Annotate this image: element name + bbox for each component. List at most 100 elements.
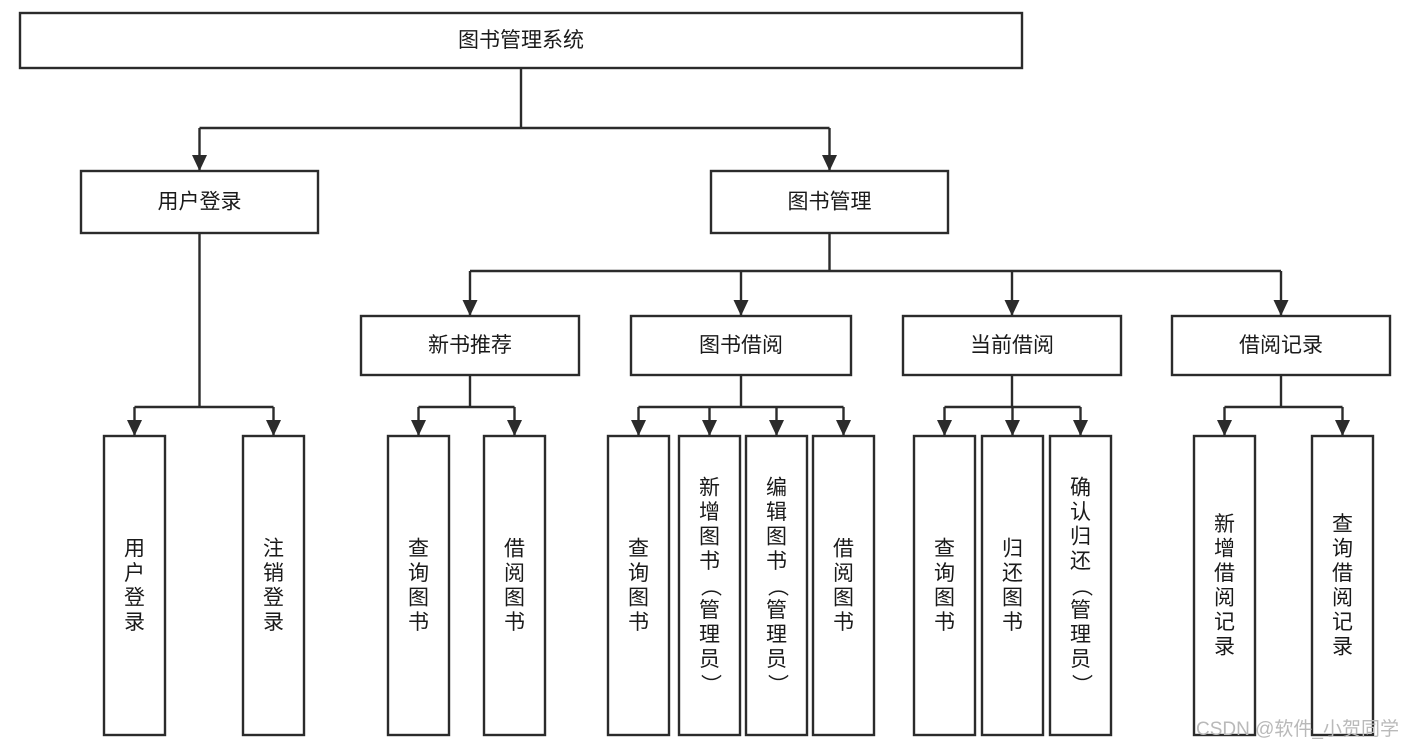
node-label-char: 图 xyxy=(699,525,720,548)
node-label-char: 管 xyxy=(699,599,720,622)
node-box[interactable] xyxy=(79,169,320,235)
node-box[interactable] xyxy=(1170,314,1392,377)
node-box[interactable] xyxy=(482,434,547,737)
node-box[interactable] xyxy=(386,434,451,737)
node-label-char: 记 xyxy=(1332,611,1353,634)
node-label-char: 归 xyxy=(1002,538,1023,561)
node-label-char: 借 xyxy=(1214,562,1235,585)
node-label-char: 阅 xyxy=(1214,587,1235,610)
node-label-char: 书 xyxy=(833,611,854,634)
node-level2-1[interactable]: 图书管理 xyxy=(709,169,950,235)
node-label-char: 图 xyxy=(934,587,955,610)
node-box[interactable] xyxy=(629,314,853,377)
node-label: 图书管理系统 xyxy=(458,29,584,52)
node-label: 用户登录 xyxy=(158,191,242,214)
node-label-char: 书 xyxy=(504,611,525,634)
node-label-char: 注 xyxy=(263,538,284,561)
node-label: 图书管理 xyxy=(788,191,872,214)
node-label-char: ） xyxy=(1070,674,1093,695)
node-box[interactable] xyxy=(359,314,581,377)
node-box[interactable] xyxy=(677,434,742,737)
arrow-head-icon xyxy=(1005,420,1020,436)
node-box[interactable] xyxy=(980,434,1045,737)
node-label-char: （ xyxy=(1070,576,1093,597)
node-box[interactable] xyxy=(18,11,1024,70)
arrow-head-icon xyxy=(462,300,478,316)
arrow-head-icon xyxy=(1273,300,1289,316)
node-label-char: 记 xyxy=(1214,611,1235,634)
node-box[interactable] xyxy=(1048,434,1113,737)
node-label-char: 图 xyxy=(504,587,525,610)
node-level2-0[interactable]: 用户登录 xyxy=(79,169,320,235)
node-label-char: 图 xyxy=(833,587,854,610)
connector-layer xyxy=(127,68,1350,436)
node-level3-0[interactable]: 新书推荐 xyxy=(359,314,581,377)
node-label-char: 书 xyxy=(628,611,649,634)
node-label-char: 理 xyxy=(766,623,787,646)
node-label-char: 图 xyxy=(408,587,429,610)
node-label-char: 询 xyxy=(934,562,955,585)
node-label-char: 借 xyxy=(504,538,525,561)
node-label-char: 户 xyxy=(124,562,145,585)
node-label-char: 询 xyxy=(408,562,429,585)
node-level3-1[interactable]: 图书借阅 xyxy=(629,314,853,377)
node-label-char: 员 xyxy=(766,648,787,671)
node-label-char: 增 xyxy=(1214,538,1235,561)
node-label-char: 理 xyxy=(1070,623,1091,646)
node-label-char: 归 xyxy=(1070,525,1091,548)
node-label-char: 辑 xyxy=(766,501,787,524)
node-label-char: 销 xyxy=(263,562,284,585)
node-box[interactable] xyxy=(912,434,977,737)
node-leaf-0[interactable]: 用户登录 xyxy=(102,434,167,737)
node-label-char: 理 xyxy=(699,623,720,646)
arrow-head-icon xyxy=(507,420,522,436)
node-label-char: 还 xyxy=(1002,562,1023,585)
node-box[interactable] xyxy=(241,434,306,737)
node-label-char: 管 xyxy=(1070,599,1091,622)
node-label-char: 录 xyxy=(124,611,145,634)
node-box[interactable] xyxy=(709,169,950,235)
node-label-char: 登 xyxy=(124,587,145,610)
arrow-head-icon xyxy=(127,420,142,436)
node-label-char: 借 xyxy=(1332,562,1353,585)
node-box[interactable] xyxy=(1192,434,1257,737)
node-label-char: 书 xyxy=(408,611,429,634)
node-label-char: 录 xyxy=(1332,636,1353,659)
arrow-head-icon xyxy=(411,420,426,436)
node-label-char: ） xyxy=(699,674,722,695)
node-box[interactable] xyxy=(901,314,1123,377)
node-label: 借阅记录 xyxy=(1239,334,1323,357)
node-label-char: 编 xyxy=(766,476,787,499)
node-box[interactable] xyxy=(1310,434,1375,737)
node-label-char: 新 xyxy=(1214,513,1235,536)
arrow-head-icon xyxy=(192,155,207,171)
node-box[interactable] xyxy=(606,434,671,737)
node-root-0[interactable]: 图书管理系统 xyxy=(18,11,1024,70)
node-label-char: 图 xyxy=(766,525,787,548)
node-label-char: 书 xyxy=(699,550,720,573)
node-level3-2[interactable]: 当前借阅 xyxy=(901,314,1123,377)
node-box[interactable] xyxy=(744,434,809,737)
node-box[interactable] xyxy=(102,434,167,737)
arrow-head-icon xyxy=(836,420,851,436)
node-box[interactable] xyxy=(811,434,876,737)
node-label: 当前借阅 xyxy=(970,334,1054,357)
arrow-head-icon xyxy=(1004,300,1020,316)
arrow-head-icon xyxy=(1335,420,1350,436)
node-label-char: 阅 xyxy=(833,562,854,585)
node-label-char: 登 xyxy=(263,587,284,610)
node-label-char: 增 xyxy=(699,501,720,524)
node-level3-3[interactable]: 借阅记录 xyxy=(1170,314,1392,377)
